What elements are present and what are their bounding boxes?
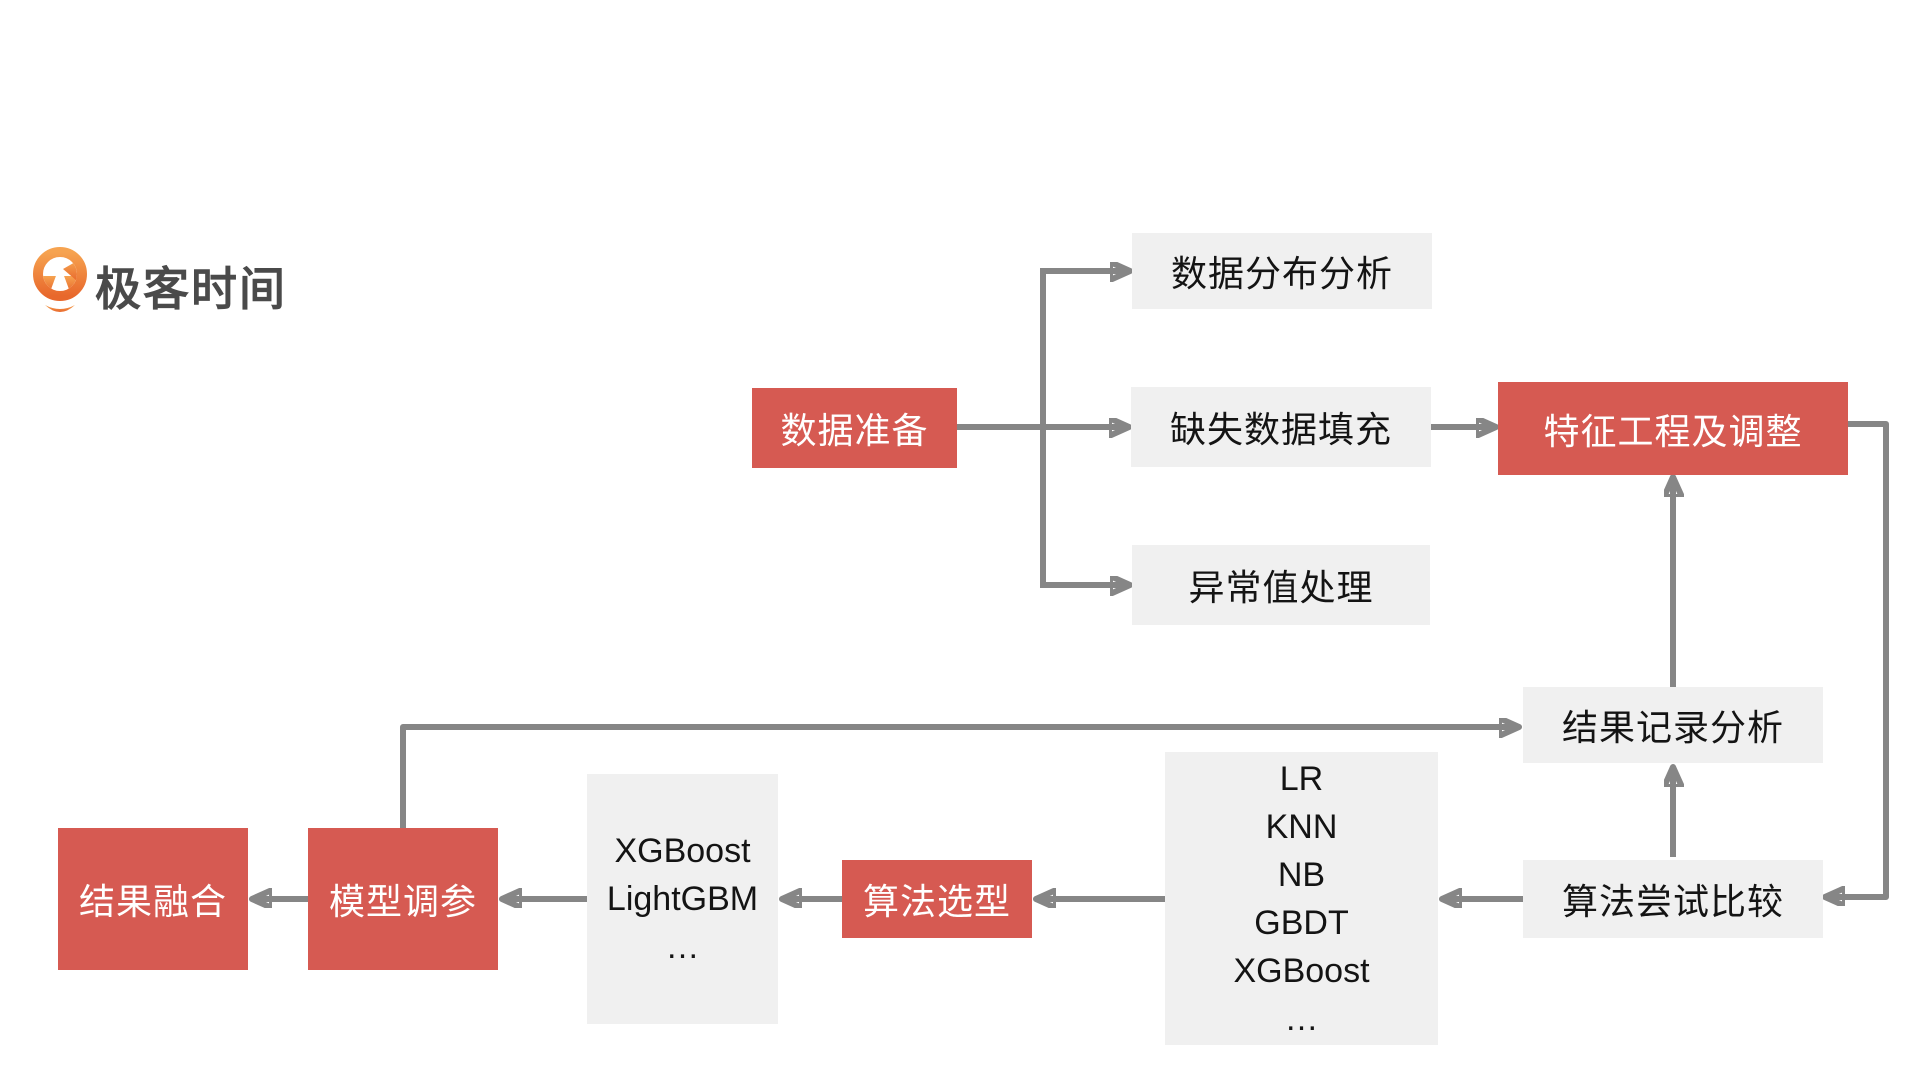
selected-model-item: XGBoost [614, 832, 751, 870]
geektime-pin-icon [33, 247, 87, 312]
node-result-fusion-label: 结果融合 [78, 881, 227, 922]
node-missing-fill-label: 缺失数据填充 [1169, 409, 1392, 450]
connector-featureeng-loop-to-algocompare [1827, 421, 1889, 897]
node-result-record: 结果记录分析 [1523, 687, 1823, 763]
algo-candidate-item: … [1284, 999, 1319, 1038]
selected-model-item: LightGBM [606, 880, 759, 918]
node-algo-select: 算法选型 [842, 860, 1032, 938]
node-algo-compare: 算法尝试比较 [1523, 860, 1823, 938]
algo-candidate-item: KNN [1265, 807, 1338, 846]
node-model-tuning: 模型调参 [308, 828, 498, 970]
node-algo-select-label: 算法选型 [862, 881, 1011, 922]
node-algo-candidates: LR KNN NB GBDT XGBoost … [1165, 752, 1438, 1045]
algo-candidate-item: LR [1279, 759, 1324, 798]
node-algo-compare-label: 算法尝试比较 [1561, 881, 1784, 922]
node-data-prep: 数据准备 [752, 388, 957, 468]
connector-modeltuning-to-resultrecord [400, 727, 1517, 830]
logo: 极客时间 [33, 247, 285, 317]
algo-candidate-item: GBDT [1254, 903, 1349, 942]
algo-candidate-item: NB [1277, 855, 1326, 894]
node-dist-analysis: 数据分布分析 [1132, 233, 1432, 309]
algo-candidate-item: XGBoost [1233, 951, 1370, 990]
node-missing-fill: 缺失数据填充 [1131, 387, 1431, 467]
node-result-fusion: 结果融合 [58, 828, 248, 970]
logo-wordmark: 极客时间 [95, 263, 287, 315]
node-result-record-label: 结果记录分析 [1561, 707, 1784, 748]
node-feature-engineering: 特征工程及调整 [1498, 382, 1848, 475]
node-model-tuning-label: 模型调参 [328, 881, 477, 922]
node-selected-models: XGBoost LightGBM … [587, 774, 778, 1024]
node-outlier-handling-label: 异常值处理 [1188, 567, 1374, 608]
node-feature-engineering-label: 特征工程及调整 [1543, 410, 1803, 452]
node-outlier-handling: 异常值处理 [1132, 545, 1430, 625]
node-dist-analysis-label: 数据分布分析 [1170, 253, 1393, 294]
selected-model-item: … [665, 928, 700, 966]
node-data-prep-label: 数据准备 [780, 410, 929, 451]
